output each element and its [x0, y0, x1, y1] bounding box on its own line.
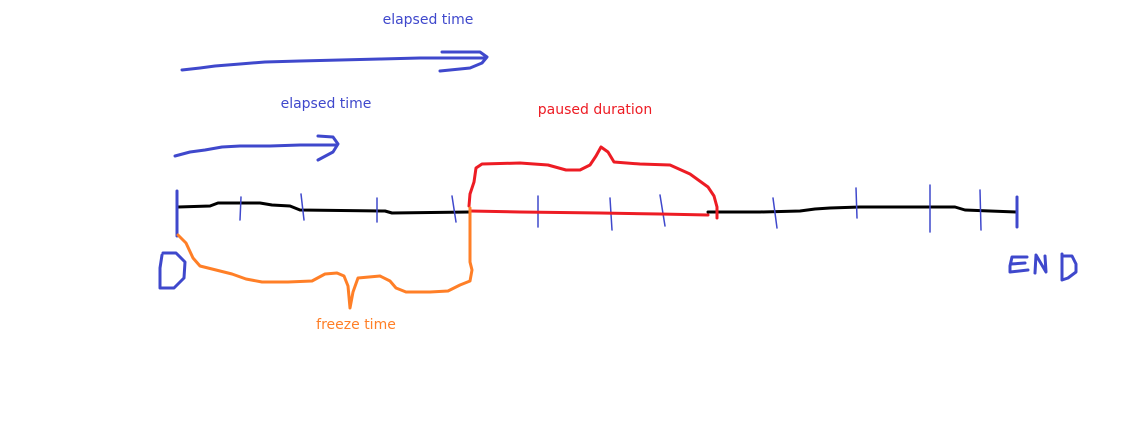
timeline-ticks [239, 184, 982, 233]
elapsed-time-label-top: elapsed time [382, 12, 474, 28]
tick [772, 197, 778, 229]
tick [979, 189, 982, 231]
timeline-line [176, 201, 1018, 215]
tick [451, 195, 457, 223]
elapsed-time-label-lower: elapsed time [280, 96, 372, 112]
paused-duration-label: paused duration [537, 102, 653, 118]
freeze-time-brace [176, 206, 474, 310]
tick [239, 196, 242, 221]
tick [300, 193, 305, 221]
paused-duration-line [468, 209, 710, 217]
elapsed-time-arrow-lower [173, 134, 340, 162]
elapsed-time-arrow-top [180, 50, 489, 73]
paused-duration-brace [467, 145, 719, 220]
start-handwriting [158, 251, 187, 290]
freeze-time-label: freeze time [316, 317, 396, 333]
end-handwriting [1008, 252, 1078, 282]
tick [855, 187, 858, 219]
tick [659, 194, 666, 227]
